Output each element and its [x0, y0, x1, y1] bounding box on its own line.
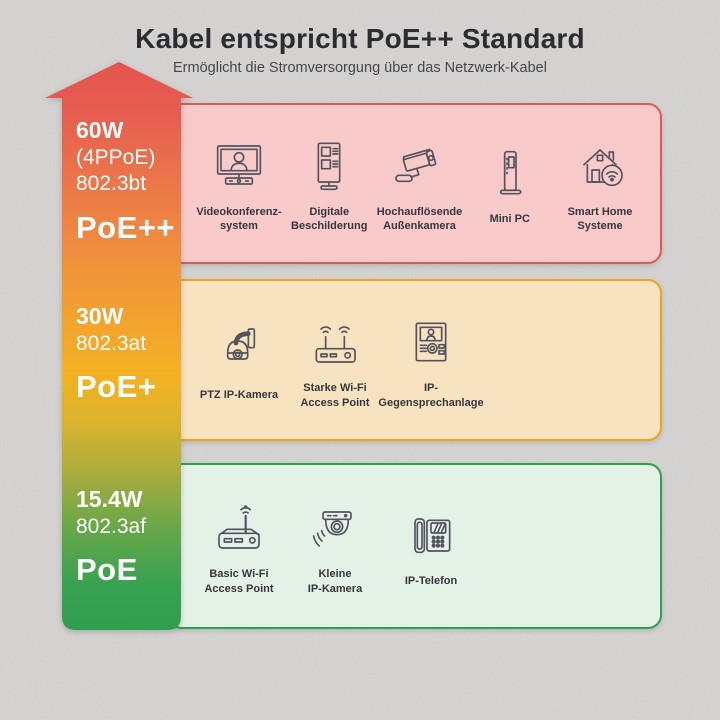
- device-label: IP-Telefon: [404, 575, 458, 588]
- ip-phone-icon: [399, 503, 463, 567]
- tier-name: PoE: [76, 552, 138, 588]
- page-title: Kabel entspricht PoE++ Standard: [135, 23, 585, 54]
- device-label: Smart Home Systeme: [567, 205, 633, 232]
- smart-home-icon: [568, 134, 632, 198]
- tier-poe-plus-plus-label-group: 60W (4PPoE) 802.3bt PoE++: [76, 117, 196, 246]
- intercom-icon: [399, 310, 463, 374]
- panel-poe-plus: PTZ IP-Kamera Starke Wi-Fi Access Point: [168, 279, 662, 441]
- tier-poe-label-group: 15.4W 802.3af PoE: [76, 486, 196, 588]
- device-row: Basic Wi-Fi Access Point: [170, 465, 660, 627]
- device-label: Basic Wi-Fi Access Point: [204, 568, 274, 595]
- digital-signage-icon: [297, 134, 361, 198]
- panel-poe: Basic Wi-Fi Access Point: [168, 463, 662, 629]
- tier-poe-plus-label-group: 30W 802.3at PoE+: [76, 303, 196, 405]
- device-label: Starke Wi-Fi Access Point: [300, 382, 370, 409]
- device-label: Kleine IP-Kamera: [307, 568, 363, 595]
- device-label: Digitale Beschilderung: [291, 205, 368, 232]
- wifi-router-one-antenna-icon: [207, 496, 271, 560]
- dome-ip-camera-icon: [303, 496, 367, 560]
- device-ptz-camera: PTZ IP-Kamera: [191, 317, 287, 402]
- wifi-router-two-antennas-icon: [303, 310, 367, 374]
- device-label: Mini PC: [489, 212, 530, 225]
- device-video-conference: Videokonferenz- system: [195, 134, 283, 234]
- tier-watt: 15.4W: [76, 486, 143, 512]
- tier-spec: 802.3af: [76, 515, 147, 539]
- ptz-camera-icon: [207, 317, 271, 381]
- header: Kabel entspricht PoE++ Standard Ermöglic…: [0, 23, 720, 76]
- device-label: PTZ IP-Kamera: [199, 389, 279, 402]
- device-smart-home: Smart Home Systeme: [556, 134, 644, 234]
- tier-spec: (4PPoE) 802.3bt: [76, 146, 156, 196]
- tier-name: PoE+: [76, 369, 157, 405]
- panel-poe-plus-plus: Videokonferenz- system Digitale Beschild…: [168, 103, 662, 264]
- device-strong-wifi-access-point: Starke Wi-Fi Access Point: [287, 310, 383, 410]
- page-subtitle: Ermöglicht die Stromversorgung über das …: [173, 60, 547, 76]
- device-ip-phone: IP-Telefon: [383, 503, 479, 588]
- device-ip-intercom: IP- Gegensprechanlage: [378, 310, 484, 410]
- tier-watt: 30W: [76, 303, 124, 329]
- tier-watt: 60W: [76, 117, 124, 143]
- device-basic-wifi-access-point: Basic Wi-Fi Access Point: [191, 496, 287, 596]
- device-row: Videokonferenz- system Digitale Beschild…: [170, 105, 660, 262]
- device-row: PTZ IP-Kamera Starke Wi-Fi Access Point: [170, 281, 660, 439]
- mini-pc-icon: [478, 141, 542, 205]
- device-mini-pc: Mini PC: [466, 141, 554, 226]
- outdoor-camera-icon: [388, 134, 452, 198]
- device-small-ip-camera: Kleine IP-Kamera: [287, 496, 383, 596]
- device-label: Videokonferenz- system: [196, 205, 282, 232]
- device-digital-signage: Digitale Beschilderung: [285, 134, 373, 234]
- video-conference-icon: [207, 134, 271, 198]
- device-label: Hochauflösende Außenkamera: [376, 205, 463, 232]
- tier-spec: 802.3at: [76, 332, 147, 356]
- device-label: IP- Gegensprechanlage: [378, 382, 484, 409]
- device-outdoor-camera: Hochauflösende Außenkamera: [376, 134, 464, 234]
- tier-name: PoE++: [76, 209, 175, 245]
